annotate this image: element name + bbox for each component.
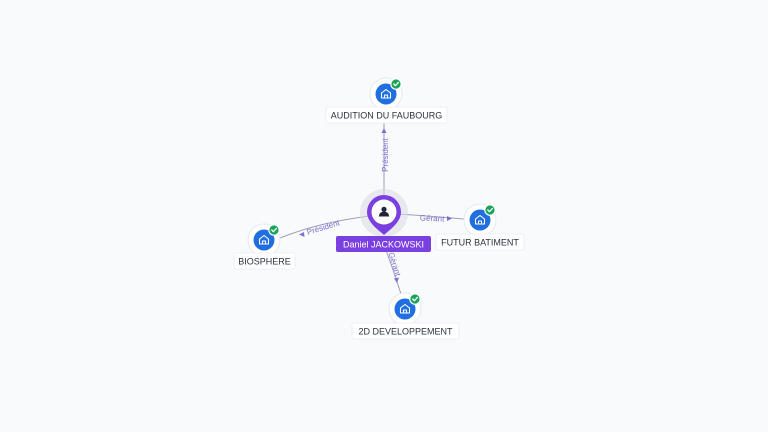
building-icon bbox=[399, 303, 411, 314]
company-label-audition[interactable]: AUDITION DU FAUBOURG bbox=[325, 106, 448, 124]
edge-label-biosphere: Président bbox=[306, 218, 342, 237]
company-name-biosphere: BIOSPHERE bbox=[238, 257, 291, 267]
edge-label-2d: Gérant bbox=[386, 251, 402, 278]
person-node[interactable] bbox=[360, 189, 408, 237]
company-node-futur[interactable] bbox=[463, 203, 497, 237]
verified-badge-icon bbox=[409, 293, 421, 305]
company-node-audition[interactable] bbox=[369, 77, 403, 111]
edge-arrow-futur bbox=[447, 216, 452, 221]
company-name-audition: AUDITION DU FAUBOURG bbox=[331, 111, 443, 121]
edge-biosphere bbox=[279, 215, 371, 239]
company-label-2d[interactable]: 2D DEVELOPPEMENT bbox=[351, 322, 460, 340]
verified-badge-icon bbox=[268, 224, 280, 236]
edge-arrow-audition bbox=[381, 128, 387, 133]
node-core bbox=[375, 83, 397, 105]
edge-label-audition: Président bbox=[381, 137, 390, 172]
company-node-biosphere[interactable] bbox=[247, 223, 281, 257]
building-icon bbox=[380, 88, 392, 99]
company-name-2d: 2D DEVELOPPEMENT bbox=[358, 327, 453, 337]
building-icon bbox=[474, 214, 486, 225]
person-icon bbox=[379, 206, 389, 217]
edge-arrow-biosphere bbox=[299, 232, 305, 237]
building-icon bbox=[258, 234, 270, 245]
company-label-futur[interactable]: FUTUR BATIMENT bbox=[435, 233, 525, 251]
person-label[interactable]: Daniel JACKOWSKI bbox=[336, 236, 431, 252]
node-core bbox=[469, 209, 491, 231]
node-core bbox=[253, 229, 275, 251]
person-name: Daniel JACKOWSKI bbox=[343, 240, 424, 250]
edge-2d bbox=[385, 249, 402, 295]
company-node-2d[interactable] bbox=[388, 292, 422, 326]
edge-arrow-2d bbox=[394, 277, 399, 283]
verified-badge-icon bbox=[484, 204, 496, 216]
node-core bbox=[394, 298, 416, 320]
edge-label-futur: Gérant bbox=[420, 213, 446, 223]
verified-badge-icon bbox=[390, 78, 402, 90]
company-label-biosphere[interactable]: BIOSPHERE bbox=[233, 252, 296, 270]
company-name-futur: FUTUR BATIMENT bbox=[441, 238, 519, 248]
